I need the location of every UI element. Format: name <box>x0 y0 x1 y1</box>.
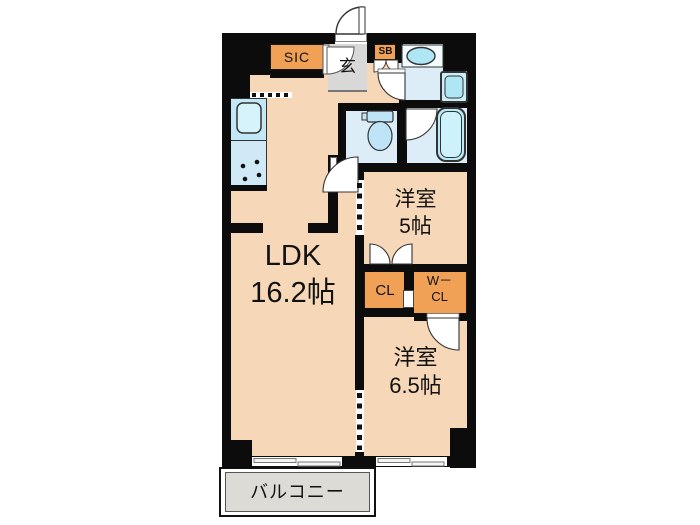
stove-burner-icon <box>254 159 260 165</box>
wall-bottom <box>222 456 476 467</box>
stove-burner-icon <box>256 172 262 178</box>
toilet-tank-icon <box>366 110 394 123</box>
ldk-label: LDK 16.2帖 <box>231 238 355 312</box>
wall-top-right <box>367 33 476 44</box>
cl-door-left <box>369 243 391 265</box>
wall-entrance-right <box>367 33 375 63</box>
entrance-label: 玄 <box>339 57 356 76</box>
bedroom65-window-sash <box>411 461 445 467</box>
wall-toilet-top <box>338 103 407 111</box>
pillar-bottom-left <box>222 440 252 468</box>
bedroom5-area: 5帖 <box>399 215 432 238</box>
toilet-handle-icon <box>361 112 368 121</box>
shoe-in-closet <box>270 44 324 70</box>
bathtub-inner-icon <box>440 111 462 158</box>
ldk-window-sash <box>253 458 297 463</box>
ldk-window-sash <box>297 461 341 467</box>
wall-cl-wcl-divider <box>404 264 414 310</box>
wall-wcl-bottom-left <box>414 313 427 321</box>
wcl-line1: W－ <box>426 273 453 288</box>
wall-wcl-bottom-right <box>459 313 467 321</box>
wall-bedroom5-bottom <box>364 264 467 272</box>
bedroom65-label: 洋室 6.5帖 <box>364 344 467 400</box>
pillar-top-right <box>443 33 476 71</box>
stove-burner-icon <box>242 176 248 182</box>
cl-wcl-step <box>403 290 414 308</box>
wall-ldk-stub-left <box>230 223 263 233</box>
kitchen-sink-icon <box>236 102 262 134</box>
bedroom5-label: 洋室 5帖 <box>364 186 467 240</box>
bedroom65-name: 洋室 <box>393 345 438 370</box>
sliding-door-bedroom65 <box>355 390 364 452</box>
cl-label: CL <box>375 282 395 299</box>
wall-left <box>222 33 231 468</box>
wall-washroom-bottom <box>399 100 467 108</box>
stove-burner-icon <box>240 163 246 169</box>
sb-label: SB <box>378 46 393 57</box>
wall-cl-bottom <box>355 308 414 317</box>
balcony-floor <box>225 472 370 512</box>
ldk-door-arc <box>322 156 359 193</box>
wall-hall-ldk <box>328 155 338 233</box>
wall-bedroom5-top <box>338 163 467 172</box>
ldk-window-gap <box>252 457 342 466</box>
wall-toilet-left <box>338 103 346 168</box>
kitchen-stove-top <box>229 140 266 186</box>
bedroom65-window-sash <box>377 458 411 463</box>
washroom-door-arc <box>377 72 406 101</box>
partition-bottom-stub <box>355 452 364 458</box>
washing-machine-icon <box>444 75 464 99</box>
bathroom-door-arc <box>405 108 438 141</box>
pillar-bottom-right <box>450 428 476 468</box>
wall-sb-right <box>395 33 403 63</box>
cl-door-right <box>391 243 413 265</box>
wall-right <box>467 33 476 468</box>
sic-label: SIC <box>283 49 311 65</box>
balcony-label: バルコニー <box>250 482 345 502</box>
sic-door-arc <box>326 46 355 75</box>
entrance-door-leaf <box>358 6 366 35</box>
bedroom5-name: 洋室 <box>394 188 437 211</box>
ldk-name: LDK <box>264 240 322 272</box>
wcl-label: W－ CL <box>414 273 465 305</box>
wall-toilet-bath <box>397 103 407 171</box>
wall-under-sic <box>270 70 324 78</box>
bedroom65-area: 6.5帖 <box>389 373 442 398</box>
ldk-area: 16.2帖 <box>250 277 336 309</box>
vanity-sink-icon <box>406 46 436 66</box>
toilet-bowl-icon <box>367 120 393 152</box>
kitchen-base-wall <box>228 185 267 191</box>
wcl-line2: CL <box>431 289 448 304</box>
pillar-top-left <box>222 33 270 75</box>
wcl-door-arc <box>426 317 460 351</box>
pillar-top-left-ext <box>222 75 250 98</box>
wall-ldk-stub-right <box>308 223 338 233</box>
partition-upper <box>355 163 364 180</box>
wall-top-left <box>222 33 335 44</box>
